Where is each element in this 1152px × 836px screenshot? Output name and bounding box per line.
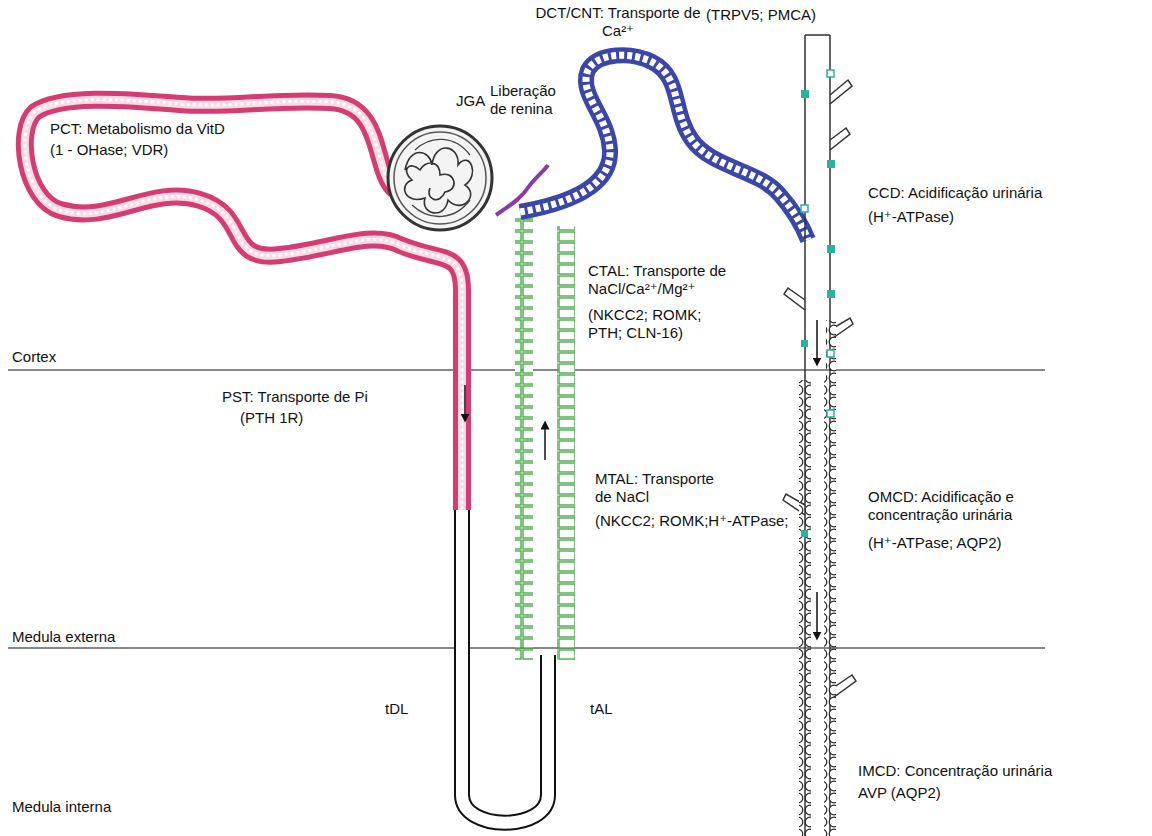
thin-limb [462, 505, 548, 823]
illustration-part [783, 80, 856, 700]
illustration-part [557, 226, 575, 660]
segment-label: tDL [385, 700, 408, 718]
illustration-part [544, 425, 546, 460]
illustration-part [827, 160, 835, 168]
illustration-part [464, 385, 466, 418]
zone-label: Medula interna [12, 798, 111, 816]
zone-label: Cortex [12, 348, 56, 366]
illustration-part [462, 505, 548, 823]
illustration-part [824, 380, 836, 836]
protein-label: AVP (AQP2) [858, 784, 941, 802]
illustration-part [462, 505, 548, 823]
segment-label: JGA [456, 92, 485, 110]
illustration-part [801, 530, 808, 537]
illustration-part [515, 218, 533, 660]
illustration-part [801, 90, 809, 98]
illustration-part [799, 380, 811, 836]
segment-label: PST: Transporte de Pi [222, 388, 368, 406]
illustration-part [827, 410, 834, 417]
illustration-part [801, 340, 808, 347]
protein-label: (H⁺-ATPase; AQP2) [868, 534, 1002, 552]
protein-label: (PTH 1R) [240, 409, 303, 427]
illustration-part [827, 245, 835, 253]
segment-label: IMCD: Concentração urinária [858, 762, 1143, 780]
illustration-part [520, 55, 808, 240]
segment-label: OMCD: Acidificação e concentração urinár… [868, 488, 1046, 524]
illustration-part [816, 592, 818, 636]
zone-label: Medula externa [12, 628, 115, 646]
segment-label: MTAL: Transporte de NaCl [595, 470, 725, 506]
protein-label: (TRPV5; PMCA) [706, 6, 816, 24]
glomerulus [388, 126, 492, 230]
protein-label: (H⁺-ATPase) [868, 208, 954, 226]
illustration-part [826, 320, 836, 380]
illustration-part [801, 205, 808, 212]
thick-ascending-limb [515, 218, 575, 660]
segment-label: DCT/CNT: Transporte de Ca²⁺ [528, 4, 708, 40]
distal-tubule [520, 55, 808, 240]
protein-label: (NKCC2; ROMK;H⁺-ATPase; [595, 512, 795, 530]
segment-label: CTAL: Transporte de NaCl/Ca²⁺/Mg²⁺ [588, 262, 778, 298]
illustration-part [827, 350, 834, 357]
protein-label: (NKCC2; ROMK; PTH; CLN-16) [588, 306, 738, 342]
protein-label: (1 - OHase; VDR) [50, 141, 168, 159]
function-label: Liberação de renina [490, 82, 564, 118]
segment-label: CCD: Acidificação urinária [868, 184, 1042, 202]
segment-label: PCT: Metabolismo da VitD [50, 120, 225, 138]
illustration-part [520, 55, 808, 240]
illustration-part [827, 70, 834, 77]
segment-label: tAL [590, 700, 613, 718]
illustration-part [412, 139, 470, 216]
illustration-part [827, 290, 835, 298]
illustration-part [394, 132, 486, 224]
illustration-part [405, 148, 473, 213]
collecting-duct [783, 35, 856, 836]
illustration-part [388, 126, 492, 230]
illustration-part [816, 320, 818, 362]
